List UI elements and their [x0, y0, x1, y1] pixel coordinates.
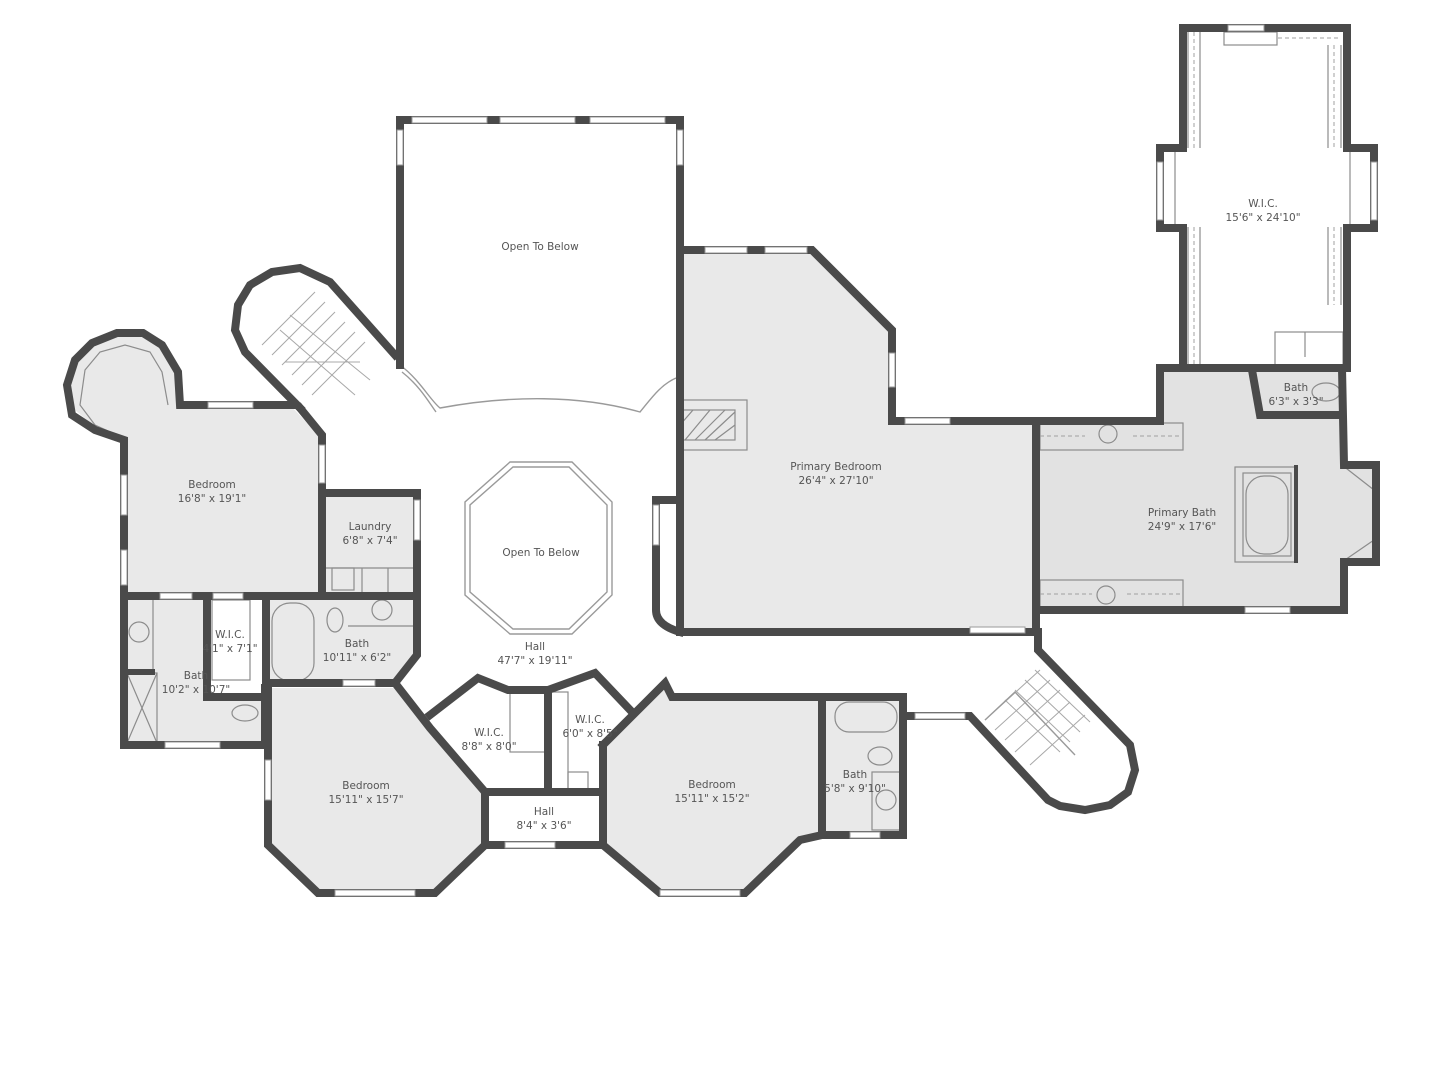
- room-label-bath-mid-left: Bath 10'11" x 6'2": [322, 638, 392, 664]
- stairs-north: [261, 291, 371, 396]
- room-label-wic-center-left: W.I.C. 8'8" x 8'0": [461, 727, 517, 753]
- room-label-bedroom-sw: Bedroom 15'11" x 15'7": [328, 780, 404, 806]
- bath-s-floor: [825, 697, 902, 832]
- stairs-southeast: [984, 661, 1101, 766]
- bedroom-s-floor: [606, 688, 820, 893]
- bedroom-sw-floor: [268, 688, 483, 893]
- room-label-bedroom-s: Bedroom 15'11" x 15'2": [674, 779, 750, 805]
- room-label-bedroom-nw: Bedroom 16'8" x 19'1": [177, 479, 247, 505]
- bedroom-nw-floor: [70, 335, 320, 593]
- room-label-wic-left: W.I.C. 4'1" x 7'1": [202, 629, 258, 655]
- primary-bath-floor: [1040, 370, 1374, 608]
- room-label-bath-left: Bath 10'2" x 10'7": [161, 670, 231, 696]
- room-label-wic-center-right: W.I.C. 6'0" x 8'5": [562, 714, 618, 740]
- room-label-hall-main: Hall 47'7" x 19'11": [497, 641, 573, 667]
- laundry-floor: [325, 496, 415, 594]
- room-label-primary-bedroom: Primary Bedroom 26'4" x 27'10": [790, 461, 882, 487]
- room-label-wic-ne: W.I.C. 15'6" x 24'10": [1225, 198, 1301, 224]
- windows: [120, 24, 1378, 897]
- room-label-laundry: Laundry 6'8" x 7'4": [342, 521, 398, 547]
- room-label-bath-ne: Bath 6'3" x 3'3": [1268, 382, 1324, 408]
- room-label-open-below-octagon: Open To Below: [502, 547, 580, 559]
- room-label-primary-bath: Primary Bath 24'9" x 17'6": [1147, 507, 1217, 533]
- room-label-open-below-top: Open To Below: [501, 241, 579, 253]
- room-label-bath-s: Bath 5'8" x 9'10": [824, 769, 886, 795]
- bath-mid-floor: [268, 598, 415, 680]
- fixtures: [79, 31, 1375, 831]
- primary-bedroom-floor: [680, 254, 1034, 630]
- room-label-hall-small: Hall 8'4" x 3'6": [516, 806, 572, 832]
